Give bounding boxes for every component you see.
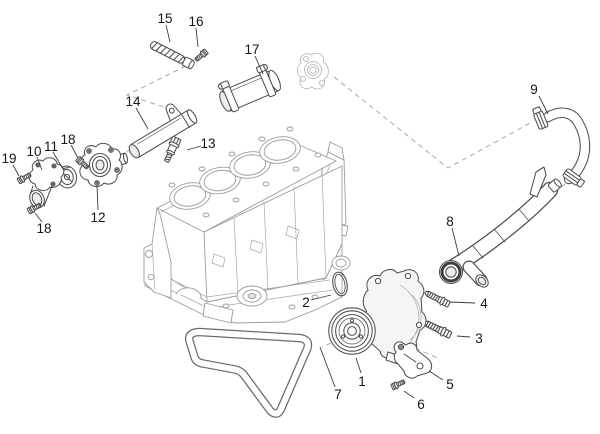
part-14-water-pipe (128, 103, 198, 159)
callout-1: 1 (358, 374, 366, 389)
callout-15: 15 (157, 11, 172, 26)
part-16-stud-bolt (193, 47, 210, 64)
part-13-temperature-sensor (164, 135, 182, 163)
callout-12: 12 (90, 210, 105, 225)
callout-6: 6 (417, 397, 425, 412)
callout-18-upper: 18 (60, 132, 75, 147)
callout-11: 11 (44, 139, 58, 154)
part-15-stud (149, 41, 195, 70)
part-5-support-bracket (393, 341, 433, 379)
callout-13: 13 (200, 136, 215, 151)
outlet-flange-drawing (296, 52, 329, 90)
part-2-o-ring (332, 271, 348, 297)
callout-4: 4 (480, 296, 488, 311)
part-9-coolant-hose (532, 106, 591, 188)
part-10-water-inlet-cover (28, 157, 65, 209)
callout-14: 14 (125, 94, 141, 109)
callout-3: 3 (475, 331, 483, 346)
leader-lines (12, 24, 549, 399)
callout-8: 8 (446, 214, 454, 229)
callout-7: 7 (334, 387, 342, 402)
part-4-pump-bolt-short (423, 288, 452, 309)
part-8-coolant-pipe (438, 166, 562, 288)
callout-17: 17 (244, 42, 259, 57)
callout-5: 5 (446, 377, 454, 392)
part-6-bracket-bolt (389, 377, 407, 391)
part-3-pump-bolt-long (421, 317, 454, 341)
part-12-thermostat-housing (79, 142, 129, 188)
callout-labels: 1 2 3 4 5 6 7 8 9 10 11 12 13 14 15 16 1… (1, 11, 537, 412)
callout-18-lower: 18 (36, 221, 51, 236)
callout-9: 9 (530, 82, 538, 97)
callout-19: 19 (1, 151, 16, 166)
part-1-water-pump (328, 268, 427, 365)
callout-16: 16 (188, 14, 203, 29)
part-17-hose-sleeve (217, 63, 281, 113)
callout-2: 2 (302, 295, 310, 310)
callout-10: 10 (26, 144, 41, 159)
engine-block-drawing (143, 126, 351, 324)
part-7-drive-belt (184, 327, 313, 418)
